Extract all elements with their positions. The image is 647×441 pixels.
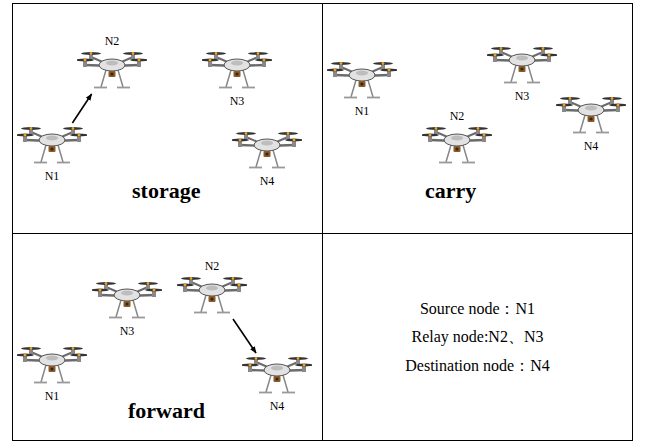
stage-title: storage — [132, 179, 200, 203]
drone-icon — [77, 49, 147, 93]
drone-node: N1 — [326, 59, 398, 119]
drone-icon — [17, 344, 87, 388]
drone-icon — [556, 94, 626, 138]
legend-line: Destination node：N4 — [405, 356, 549, 375]
node-label: N1 — [355, 103, 370, 119]
drone-node: N1 — [16, 124, 88, 184]
transfer-arrow — [72, 94, 91, 123]
drone-icon — [422, 124, 492, 168]
stage-panel: carry N1 N2 N3N4 — [322, 3, 633, 234]
drone-node: N2 — [421, 108, 493, 168]
stage-title: forward — [128, 399, 205, 423]
drone-node: N1 — [16, 344, 88, 404]
node-label: N3 — [230, 93, 245, 109]
drone-icon — [177, 274, 247, 318]
drone-node: N4 — [231, 129, 303, 189]
drone-icon — [487, 44, 557, 88]
drone-node: N3 — [91, 279, 163, 339]
drone-icon — [232, 129, 302, 173]
legend-lines: Source node：N1Relay node:N2、N3Destinatio… — [323, 234, 632, 440]
transfer-arrow — [233, 319, 256, 353]
drone-icon — [202, 49, 272, 93]
node-label: N1 — [45, 168, 60, 184]
drone-node: N2 — [176, 258, 248, 318]
drone-node: N2 — [76, 33, 148, 93]
legend-line: Relay node:N2、N3 — [412, 327, 544, 346]
drone-icon — [92, 279, 162, 323]
stage-panel: forward N1 N2N3N4 — [12, 233, 323, 441]
node-label: N4 — [260, 173, 275, 189]
node-label: N4 — [584, 138, 599, 154]
node-label: N2 — [205, 258, 220, 274]
drone-node: N4 — [241, 354, 313, 414]
drone-node: N3 — [201, 49, 273, 109]
legend-line: Source node：N1 — [420, 299, 535, 318]
node-label: N2 — [105, 33, 120, 49]
stage-panel: storage N1 N2N3N4 — [12, 3, 323, 234]
legend-panel: Source node：N1Relay node:N2、N3Destinatio… — [322, 233, 633, 441]
node-label: N2 — [450, 108, 465, 124]
drone-icon — [327, 59, 397, 103]
drone-icon — [17, 124, 87, 168]
node-label: N1 — [45, 388, 60, 404]
drone-node: N3 — [486, 44, 558, 104]
drone-node: N4 — [555, 94, 627, 154]
drone-icon — [242, 354, 312, 398]
node-label: N4 — [270, 398, 285, 414]
node-label: N3 — [515, 88, 530, 104]
node-label: N3 — [120, 323, 135, 339]
stage-title: carry — [425, 179, 476, 203]
